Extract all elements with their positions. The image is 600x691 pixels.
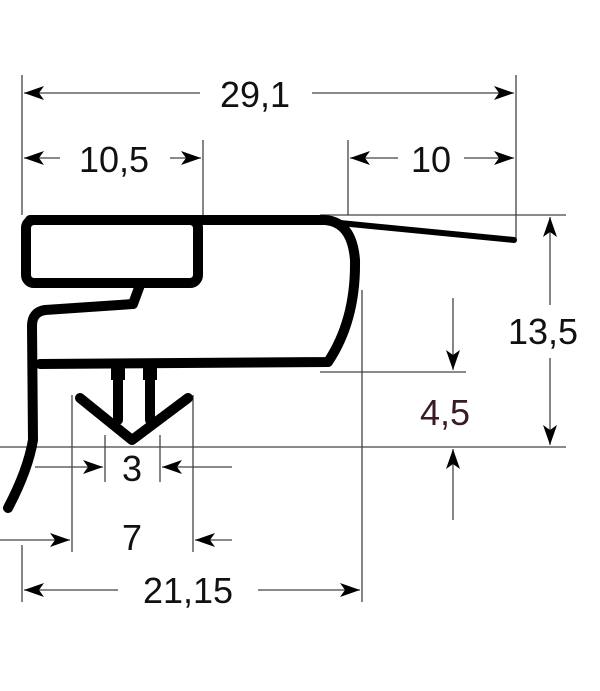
dimension-flap-width: 10	[350, 139, 514, 180]
clip-neck	[111, 366, 157, 380]
dimension-clip-width: 7	[0, 517, 232, 558]
sealing-flap	[327, 219, 517, 243]
dimension-clip-depth: 4,5	[420, 298, 470, 520]
dimension-label: 4,5	[420, 392, 470, 433]
base-wall	[3, 280, 145, 513]
bellows-chamber	[25, 215, 361, 369]
dimension-overall-width: 29,1	[24, 74, 514, 115]
gasket-profile	[3, 215, 517, 513]
dimension-label: 13,5	[508, 311, 578, 352]
dimension-height: 13,5	[508, 217, 578, 445]
extension-lines	[0, 75, 566, 602]
dimension-label: 10,5	[79, 139, 149, 180]
dimension-label: 3	[122, 448, 142, 489]
dimension-base-width: 21,15	[24, 570, 360, 611]
dimension-label: 29,1	[220, 74, 290, 115]
dimension-top-left-width: 10,5	[24, 139, 201, 180]
dimension-label: 7	[122, 517, 142, 558]
dimension-label: 21,15	[143, 570, 233, 611]
dimension-clip-neck: 3	[35, 448, 232, 489]
magnet-chamber	[21, 215, 203, 288]
dimension-label: 10	[411, 139, 451, 180]
clip-barb	[75, 393, 193, 445]
